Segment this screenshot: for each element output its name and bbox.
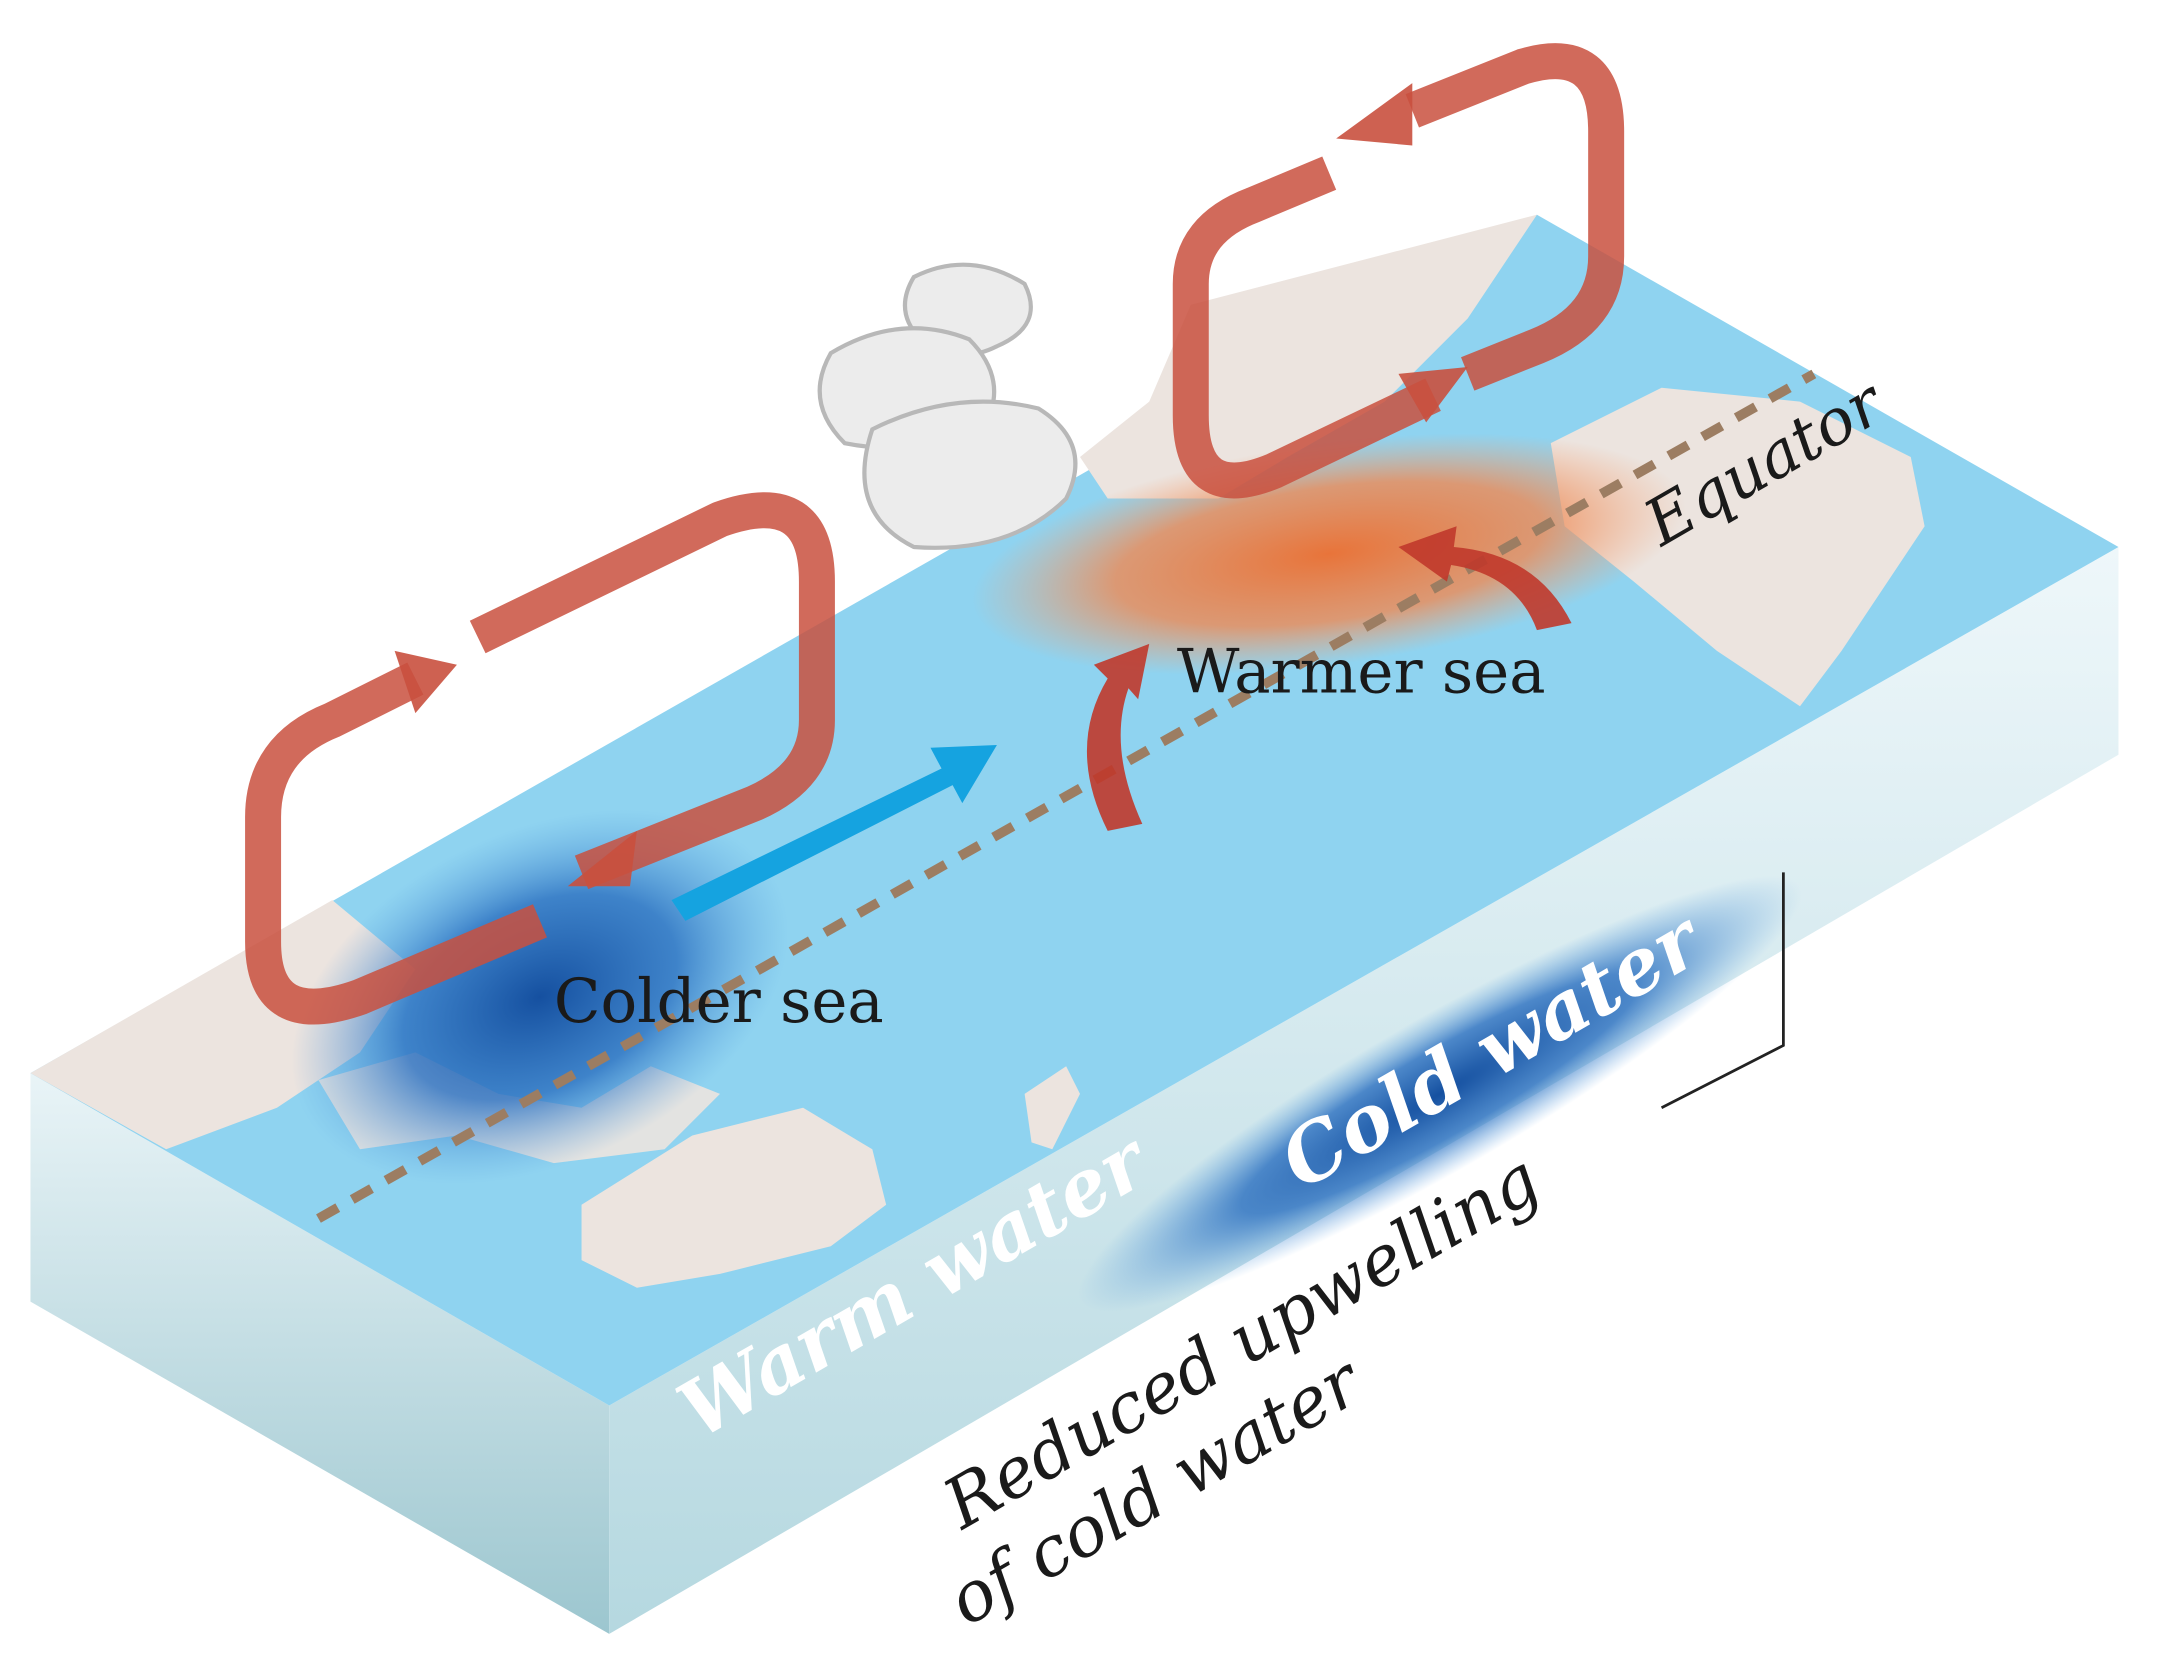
upwelling-callout-line (1660, 872, 1785, 1110)
walker-circulation-east-arrow (1172, 43, 1625, 499)
cold-anomaly-subsurface (1078, 876, 1802, 1312)
warm-current-arrow-east (1398, 526, 1572, 631)
arrowhead-west-upper (394, 650, 457, 714)
warmer-sea-label: Warmer sea (1177, 636, 1546, 707)
warm-anomaly (972, 433, 1687, 675)
cold-anomaly-west (291, 809, 789, 1185)
cloud-icon (817, 262, 1078, 550)
ocean-block-left-face (30, 1073, 610, 1634)
arrowhead-east-lower (1398, 367, 1468, 423)
new-zealand (1024, 1066, 1080, 1150)
arrowhead-east-upper (1336, 83, 1413, 146)
colder-sea-label: Colder sea (554, 966, 884, 1037)
australia-landmass (581, 1107, 887, 1288)
warm-current-arrow-west (1086, 643, 1150, 831)
wind-arrow (671, 745, 997, 921)
equator-line (316, 369, 1817, 1223)
asia-landmass (30, 900, 416, 1150)
walker-circulation-west-arrow (245, 492, 835, 1025)
